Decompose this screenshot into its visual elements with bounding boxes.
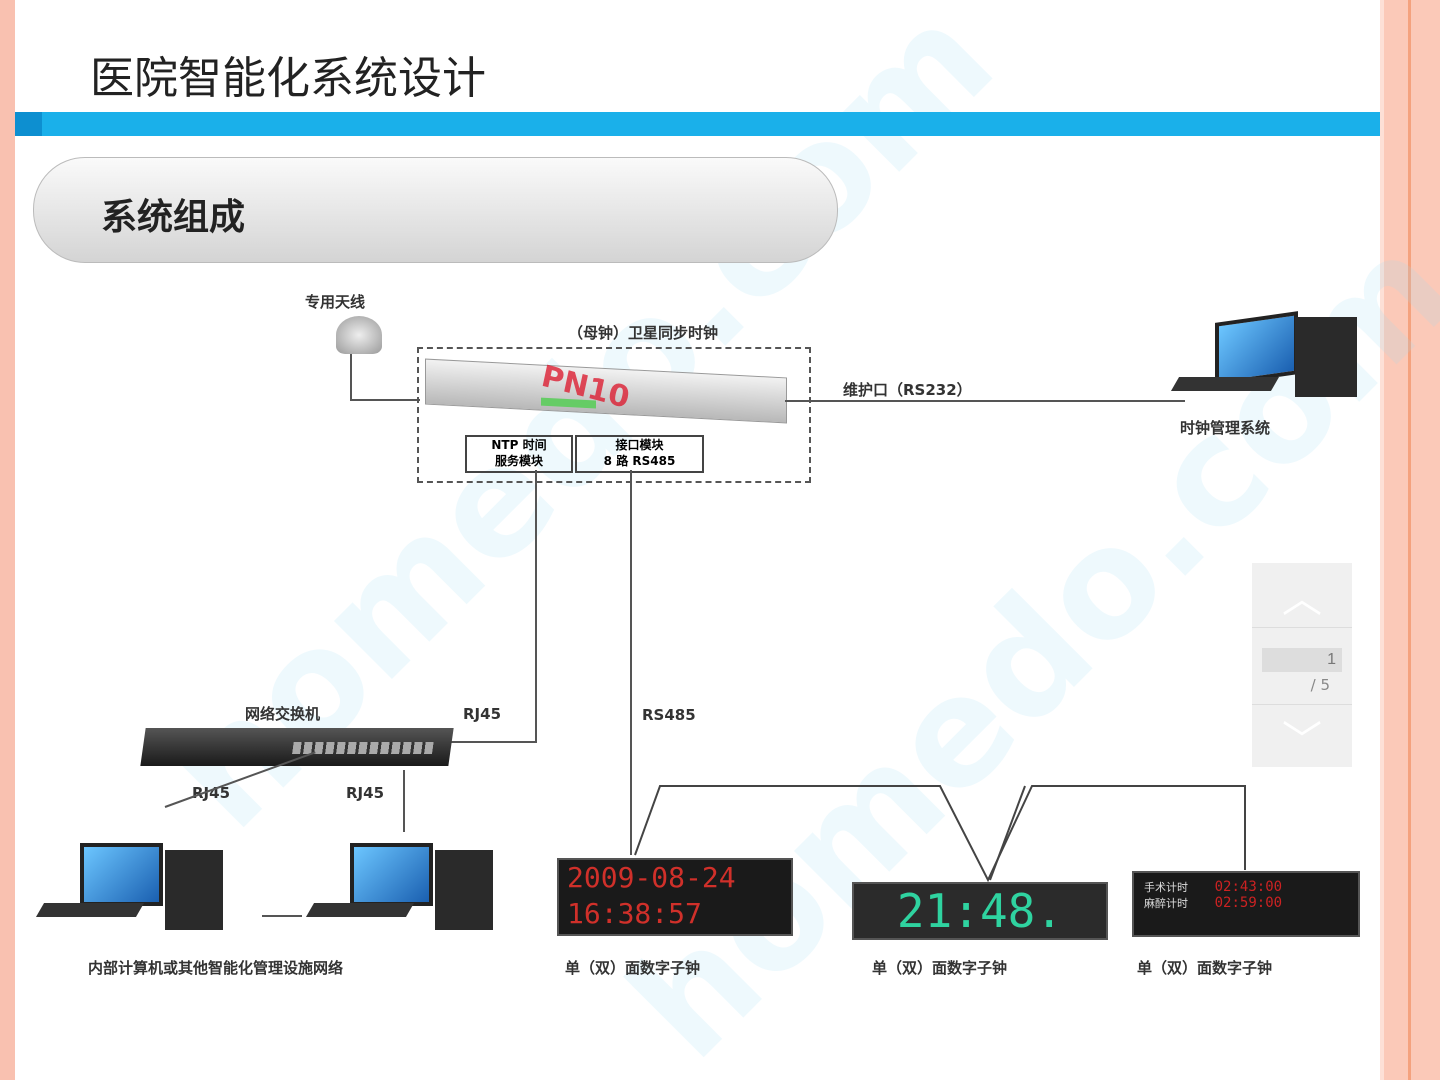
clock-label: 单（双）面数字子钟	[1137, 959, 1273, 977]
page-navigator: ︿ / 5 ﹀	[1252, 563, 1352, 767]
clock-management-label: 时钟管理系统	[1180, 419, 1271, 437]
digital-clock-3: 手术计时 02:43:00 麻醉计时 02:59:00	[1132, 871, 1360, 937]
master-clock-box	[417, 347, 811, 483]
title-bar	[15, 112, 1380, 136]
antenna-label: 专用天线	[305, 293, 366, 311]
section-title: 系统组成	[101, 196, 246, 238]
slide-title: 医院智能化系统设计	[90, 53, 486, 104]
network-label: 内部计算机或其他智能化管理设施网络	[88, 959, 344, 977]
maintenance-port-label: 维护口（RS232）	[843, 381, 972, 399]
previous-page-button[interactable]: ︿	[1282, 576, 1322, 622]
right-border	[1380, 0, 1440, 1080]
next-page-button[interactable]: ﹀	[1282, 718, 1322, 764]
rs485-label: RS485	[642, 706, 696, 724]
left-border	[0, 0, 15, 1080]
ntp-module: NTP 时间服务模块	[465, 435, 573, 473]
section-header: 系统组成	[33, 157, 838, 263]
page-total: / 5	[1310, 676, 1330, 694]
digital-clock-2: 21:48.	[852, 882, 1108, 940]
rj45-label: RJ45	[346, 784, 385, 802]
rj45-label: RJ45	[192, 784, 231, 802]
antenna-icon	[336, 316, 382, 354]
page-number-input[interactable]	[1262, 648, 1342, 672]
master-clock-label: （母钟）卫星同步时钟	[568, 324, 719, 342]
switch-label: 网络交换机	[245, 705, 321, 723]
clock-label: 单（双）面数字子钟	[872, 959, 1008, 977]
clock-label: 单（双）面数字子钟	[565, 959, 701, 977]
rj45-label: RJ45	[463, 705, 502, 723]
